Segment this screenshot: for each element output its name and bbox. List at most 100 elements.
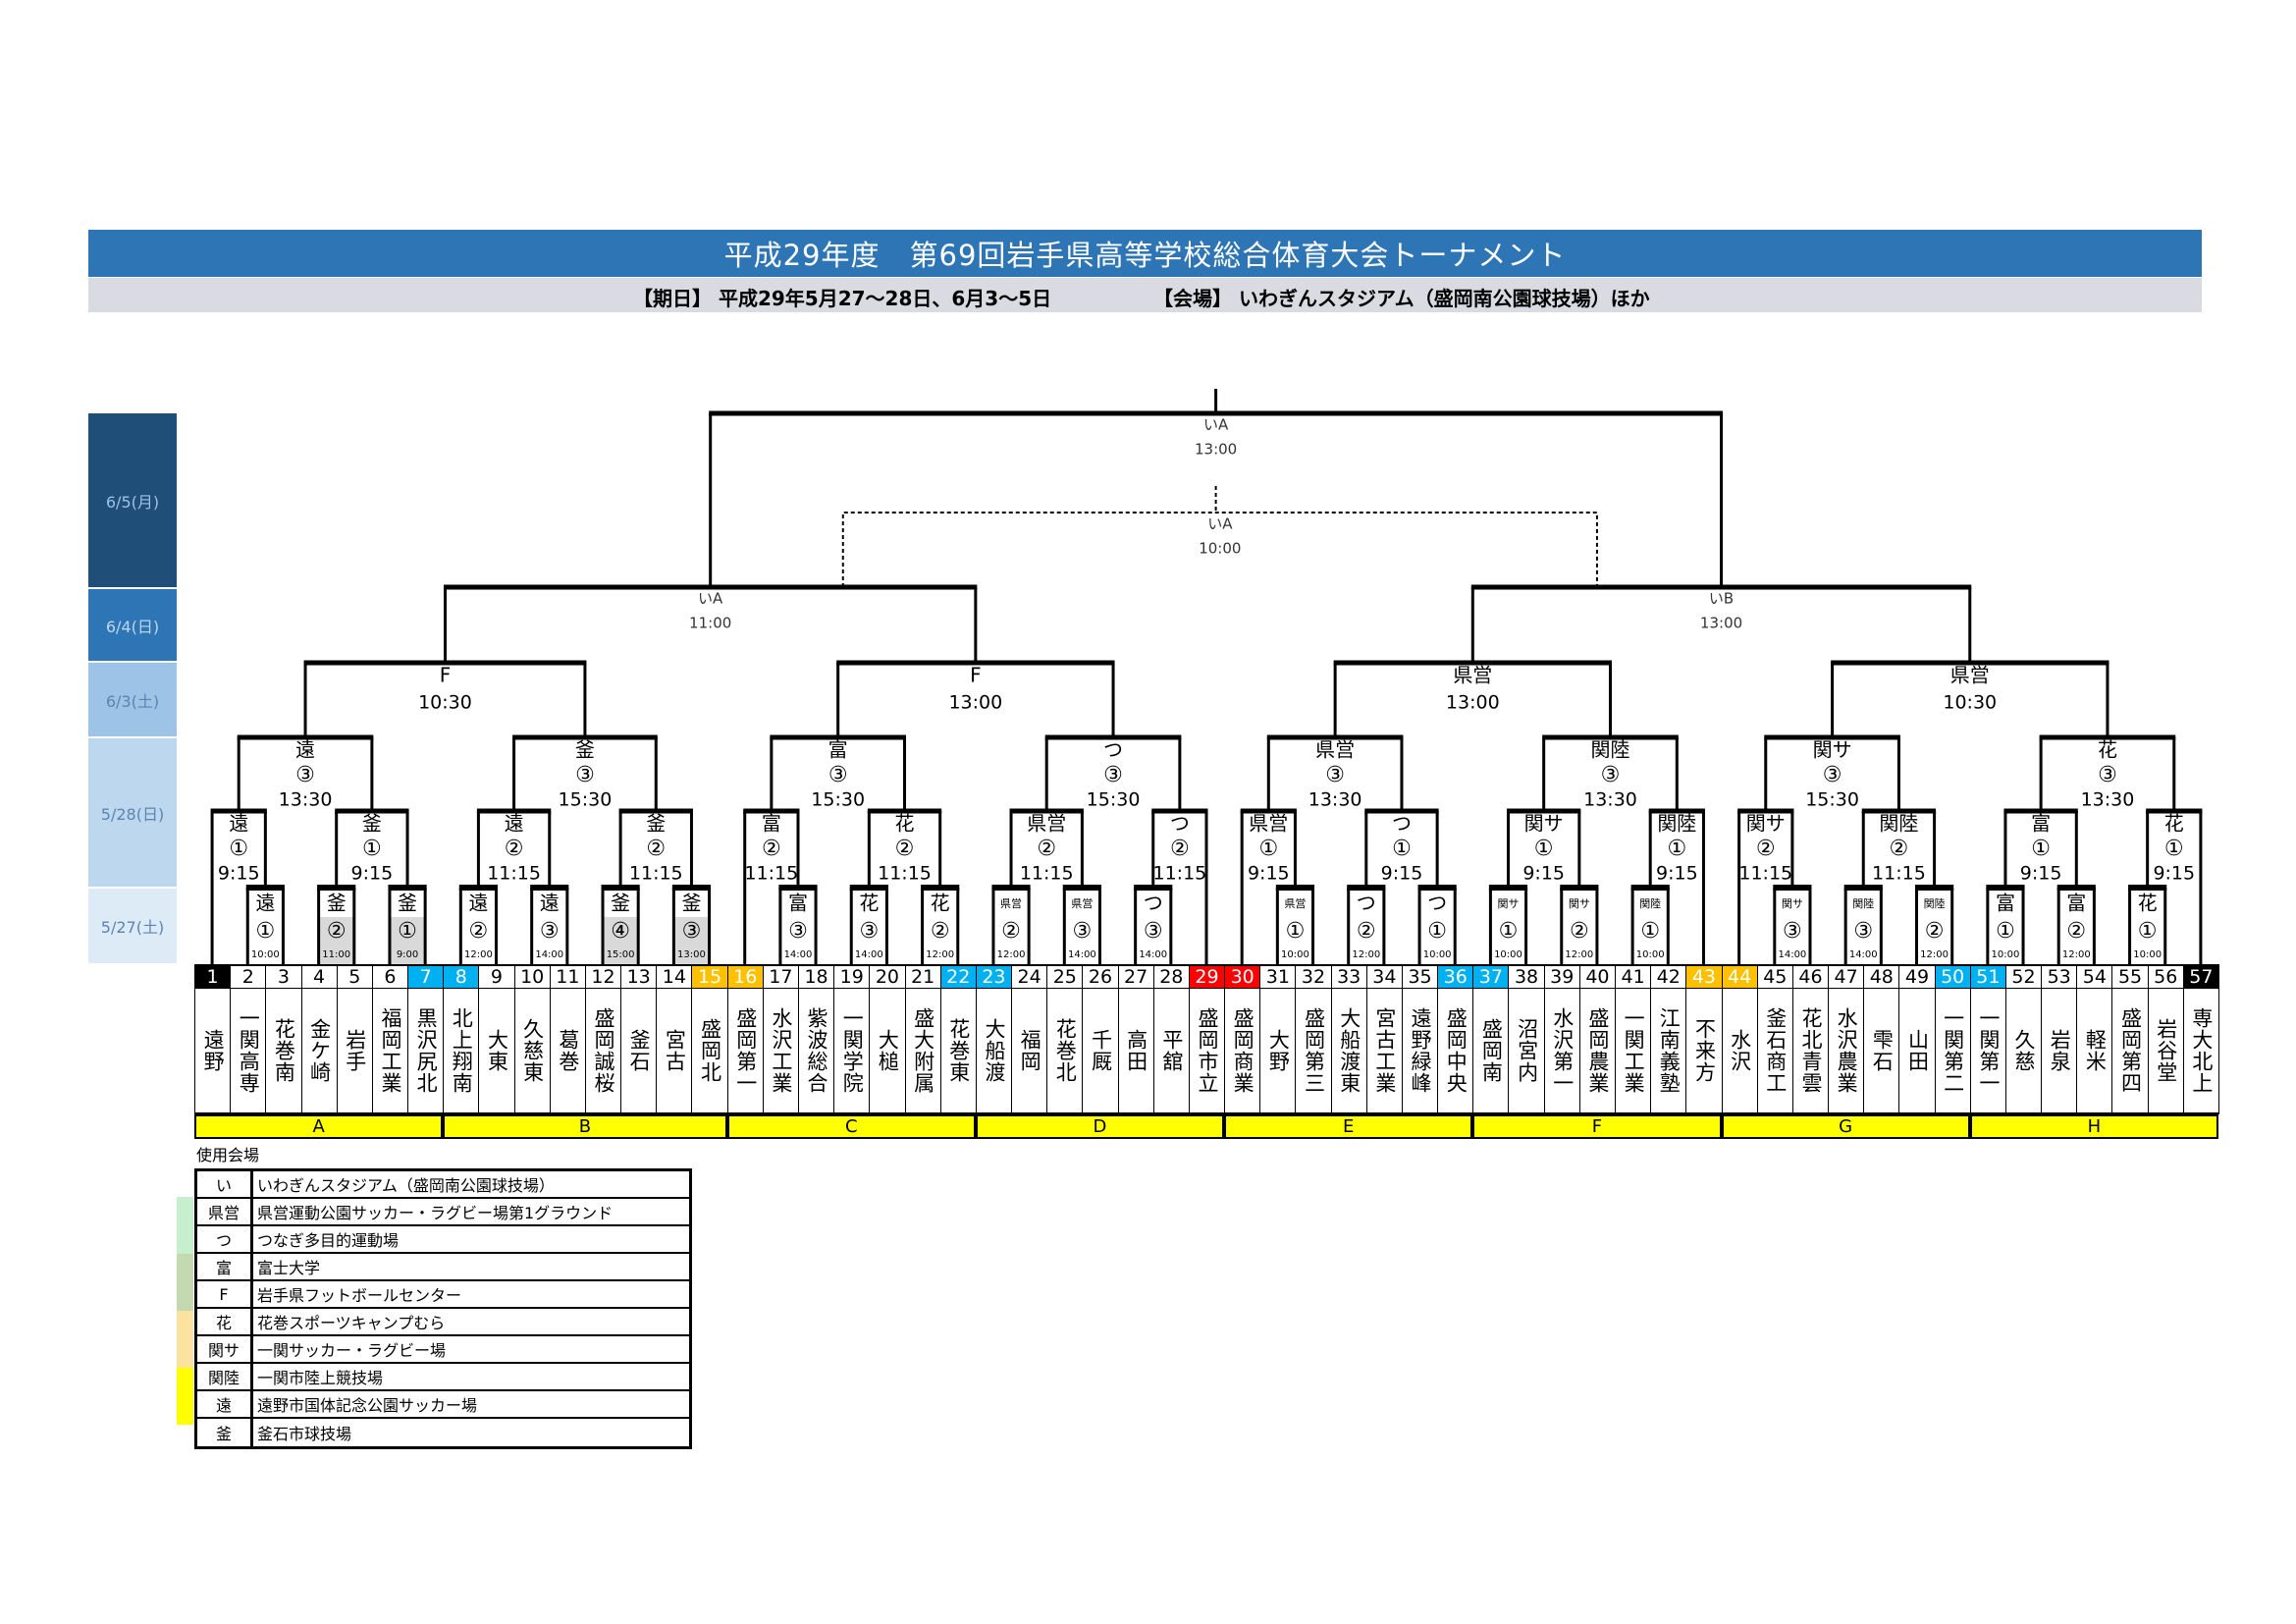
team-name: 大東	[485, 1029, 509, 1072]
match-round: ①	[255, 919, 275, 944]
match-time: 12:00	[1352, 949, 1380, 960]
team-number: 47	[1828, 964, 1865, 989]
match-time: 10:30	[1943, 692, 1997, 714]
team-name: 花北青雲	[1798, 1007, 1823, 1094]
match-venue: 花	[2138, 892, 2158, 915]
team-name: 盛岡第四	[2118, 1007, 2143, 1094]
team-name: 水沢工業	[769, 1007, 793, 1094]
match-round: ③	[859, 919, 879, 944]
team-name: 沼宮内	[1515, 1018, 1539, 1083]
third-place-line	[841, 512, 1598, 587]
team-name-cell: 一関第一	[1969, 989, 2006, 1114]
legend-color-strip	[177, 1197, 193, 1254]
match-time: 10:30	[418, 692, 472, 714]
team-name: 岩谷堂	[2154, 1018, 2178, 1083]
match-venue: いB	[1709, 590, 1734, 608]
match-round: ③	[1325, 763, 1345, 787]
match-venue: 関陸	[1639, 897, 1661, 910]
match-time: 13:30	[2081, 789, 2135, 811]
match-time: 12:00	[2062, 949, 2091, 960]
group-label: A	[194, 1114, 444, 1139]
team-name: 盛大附属	[911, 1007, 935, 1094]
team-number: 24	[1011, 964, 1048, 989]
team-name-cell: 山田	[1898, 989, 1936, 1114]
legend-color-strip	[177, 1311, 193, 1368]
match-venue: 遠	[255, 892, 275, 915]
venue-code: つ	[197, 1226, 253, 1252]
match-round: ②	[1170, 837, 1190, 861]
match-time: 12:00	[997, 949, 1026, 960]
team-number: 13	[620, 964, 658, 989]
team-name: 不来方	[1692, 1018, 1717, 1083]
legend-row: 関陸一関市陸上競技場	[197, 1364, 689, 1391]
match-round: ①	[229, 837, 248, 861]
team-name: 久慈	[2012, 1029, 2037, 1072]
team-name: 水沢農業	[1835, 1007, 1859, 1094]
team-number: 5	[336, 964, 373, 989]
team-number: 18	[797, 964, 835, 989]
match-venue: 関サ	[1569, 897, 1590, 910]
team-name: 花巻東	[946, 1018, 971, 1083]
team-name: 盛岡南	[1479, 1018, 1504, 1083]
team-number: 12	[584, 964, 622, 989]
match-round: ③	[1073, 919, 1093, 944]
team-name: 大野	[1266, 1029, 1291, 1072]
team-name-cell: 盛岡第一	[726, 989, 764, 1114]
group-label: C	[726, 1114, 976, 1139]
venue-code: 遠	[197, 1391, 253, 1417]
match-round: ③	[1853, 919, 1873, 944]
match-venue: 釜	[681, 892, 701, 915]
match-time: 9:15	[351, 863, 394, 885]
match-time: 11:15	[1020, 863, 1074, 885]
venue-name: 遠野市国体記念公園サッカー場	[257, 1396, 478, 1415]
schedule-day: 6/4(日)	[88, 589, 177, 661]
match-round: ①	[1667, 837, 1686, 861]
match-time: 10:00	[1423, 949, 1452, 960]
match-venue: 富	[828, 738, 848, 762]
match-round: ①	[2031, 837, 2051, 861]
match-time: 11:15	[1152, 863, 1206, 885]
legend-row: 遠遠野市国体記念公園サッカー場	[197, 1391, 689, 1419]
match-venue: つ	[1170, 812, 1190, 836]
match-venue: 遠	[505, 812, 524, 836]
match-venue: 関陸	[1852, 897, 1874, 910]
match-venue: 関サ	[1782, 897, 1803, 910]
team-name: 高田	[1124, 1029, 1148, 1072]
match-time: 13:30	[1308, 789, 1362, 811]
match-time: 14:00	[1849, 949, 1878, 960]
team-number: 38	[1508, 964, 1545, 989]
match-time: 13:00	[1700, 615, 1742, 632]
match-round: ①	[398, 919, 417, 944]
venue-code: 県営	[197, 1199, 253, 1224]
match-round: ②	[931, 919, 950, 944]
third-place-match	[841, 486, 1598, 587]
match-time: 13:00	[948, 692, 1002, 714]
match-time: 15:30	[559, 789, 613, 811]
team-name: 盛岡市立	[1195, 1007, 1219, 1094]
team-name: 盛岡農業	[1585, 1007, 1610, 1094]
match-venue: つ	[1357, 892, 1376, 915]
match-round: ③	[2098, 763, 2117, 787]
team-name: 一関学院	[840, 1007, 865, 1094]
team-name: 紫波総合	[805, 1007, 829, 1094]
match-round: ③	[295, 763, 315, 787]
match-time: 15:00	[607, 949, 635, 960]
match-time: 15:30	[1087, 789, 1141, 811]
venue-code: 関陸	[197, 1364, 253, 1389]
team-number: 45	[1756, 964, 1793, 989]
legend-color-strip	[177, 1368, 193, 1425]
legend-row: 富富士大学	[197, 1254, 689, 1281]
team-number: 23	[975, 964, 1013, 989]
legend-title: 使用会場	[196, 1146, 260, 1164]
schedule-day: 5/27(土)	[88, 889, 177, 963]
match-venue: 関陸	[1924, 897, 1946, 910]
team-name: 岩泉	[2048, 1029, 2072, 1072]
team-name: 釜石商工	[1763, 1007, 1788, 1094]
match-round: ①	[1258, 837, 1278, 861]
team-name: 久慈東	[520, 1018, 545, 1083]
match-time: 14:00	[784, 949, 813, 960]
match-venue: 県営	[1071, 896, 1093, 910]
match-venue: 釜	[646, 812, 666, 836]
match-venue: 県営	[1453, 664, 1492, 687]
team-name: 盛岡誠桜	[592, 1007, 615, 1094]
